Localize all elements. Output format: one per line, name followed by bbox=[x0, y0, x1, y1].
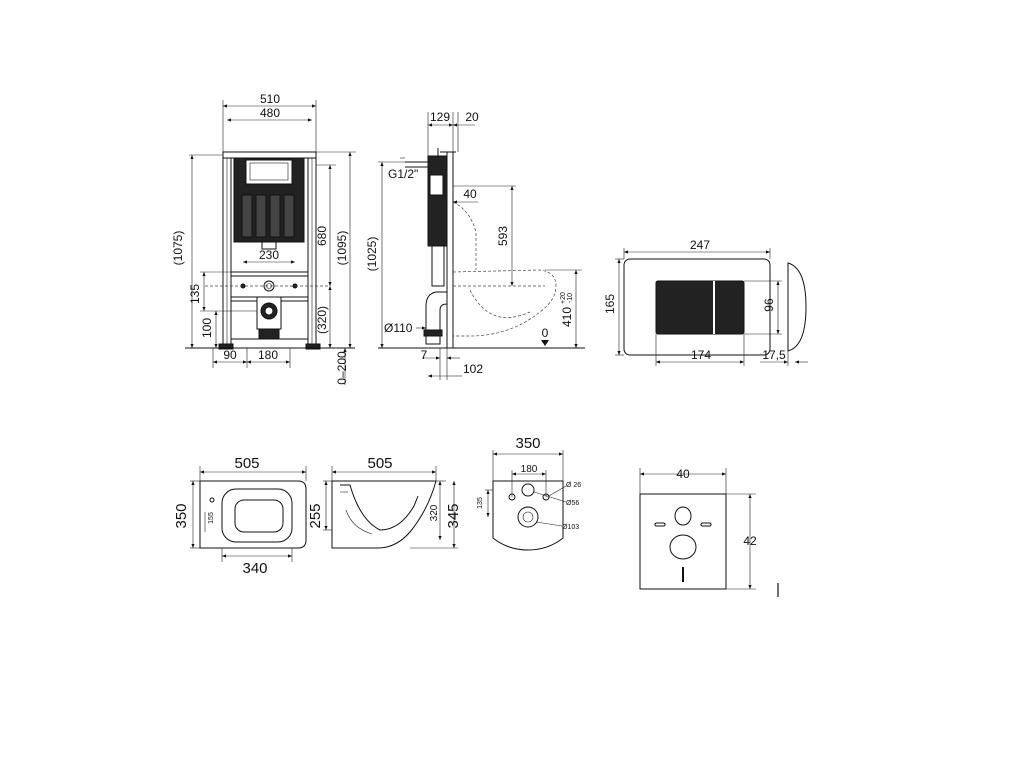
dim-7: 7 bbox=[421, 348, 428, 362]
bowl-rear-view: 350 180 Ø 26 Ø56 Ø103 135 bbox=[477, 435, 581, 551]
dim-247: 247 bbox=[690, 238, 710, 252]
dim-230: 230 bbox=[259, 248, 279, 262]
dim-0-200: 0–200 bbox=[335, 351, 349, 385]
dim-dia-26: Ø 26 bbox=[566, 482, 581, 489]
dim-320-side: 320 bbox=[429, 504, 440, 521]
dim-90: 90 bbox=[223, 348, 237, 362]
dim-505-side: 505 bbox=[367, 455, 392, 472]
dim-20: 20 bbox=[465, 110, 479, 124]
dim-1095: (1095) bbox=[335, 231, 349, 266]
flush-plate-view: 247 165 96 174 17,5 bbox=[603, 238, 808, 366]
dim-410-tol-minus: -10 bbox=[567, 293, 574, 303]
dim-1075: (1075) bbox=[171, 231, 185, 266]
dim-480: 480 bbox=[260, 106, 280, 120]
frame-side-view: 129 20 G1/2" 40 593 (1025) Ø110 410 +20 … bbox=[365, 110, 585, 380]
dim-680: 680 bbox=[315, 226, 329, 246]
dim-410: 410 bbox=[560, 307, 574, 327]
dim-1025: (1025) bbox=[365, 237, 379, 272]
dim-155: 155 bbox=[208, 512, 215, 524]
bowl-top-view: 155 505 350 340 bbox=[173, 455, 307, 577]
label-zero: 0 bbox=[542, 326, 549, 340]
dim-102: 102 bbox=[463, 362, 483, 376]
dim-dia-56: Ø56 bbox=[566, 500, 579, 507]
dim-17-5: 17,5 bbox=[762, 348, 786, 362]
dim-42: 42 bbox=[743, 534, 757, 548]
dim-40: 40 bbox=[463, 187, 477, 201]
dim-135-rear: 135 bbox=[477, 497, 484, 509]
dim-180-rear: 180 bbox=[521, 464, 538, 475]
dim-180: 180 bbox=[258, 348, 278, 362]
label-inlet: G1/2" bbox=[388, 167, 418, 181]
dim-410-tol-plus: +20 bbox=[560, 292, 567, 304]
dim-255: 255 bbox=[307, 503, 324, 528]
dim-135: 135 bbox=[188, 284, 202, 304]
dim-510: 510 bbox=[260, 92, 280, 106]
dim-165: 165 bbox=[603, 294, 617, 314]
dim-505-top: 505 bbox=[234, 455, 259, 472]
dim-96: 96 bbox=[762, 298, 776, 312]
dim-593: 593 bbox=[496, 226, 510, 246]
dim-350-top: 350 bbox=[173, 503, 190, 528]
sound-pad-view: 40 42 bbox=[639, 467, 779, 597]
dim-340: 340 bbox=[242, 560, 267, 577]
dim-129: 129 bbox=[430, 110, 450, 124]
bowl-side-view: 505 255 320 345 bbox=[307, 455, 462, 549]
dim-dia-103: Ø103 bbox=[562, 524, 579, 531]
dim-350-rear: 350 bbox=[515, 435, 540, 452]
dim-40-pad: 40 bbox=[676, 467, 690, 481]
dim-100: 100 bbox=[200, 318, 214, 338]
frame-front-view: 510 480 (1075) 135 100 230 680 (320) (10… bbox=[171, 92, 356, 385]
dim-345: 345 bbox=[445, 503, 462, 528]
dim-320: (320) bbox=[315, 306, 329, 334]
label-pipe-110: Ø110 bbox=[384, 321, 413, 335]
dim-174: 174 bbox=[691, 348, 711, 362]
